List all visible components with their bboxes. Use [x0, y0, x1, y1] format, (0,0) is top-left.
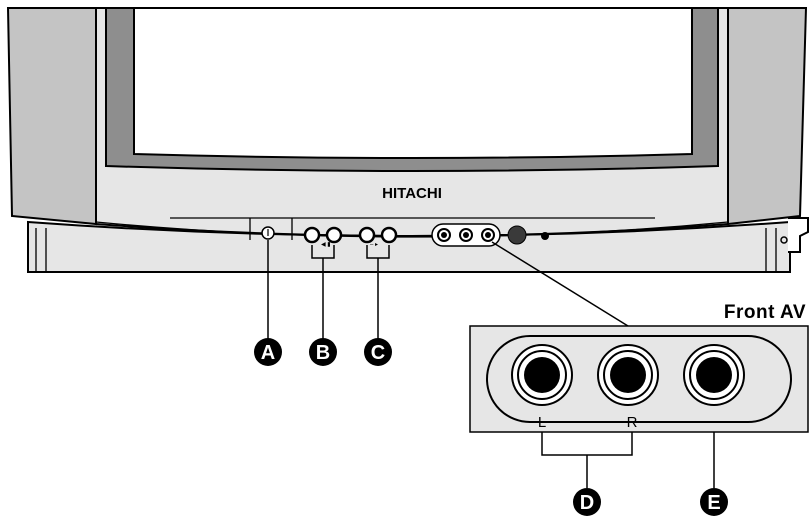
callout-badge-a: A [254, 338, 282, 366]
volume-up-button[interactable] [380, 226, 398, 244]
tv-body [6, 7, 808, 273]
program-buttons: ◀ ▮ [303, 226, 343, 248]
program-arrow-icon: ◀ ▮ [321, 242, 331, 248]
standby-led [541, 232, 549, 240]
svg-text:C: C [371, 342, 385, 364]
volume-buttons: – ▸ [358, 226, 398, 248]
bracket-screw [780, 236, 788, 244]
callout-badge-d: D [573, 488, 601, 516]
front-av-title: Front AV [724, 302, 806, 323]
callout-badge-b: B [309, 338, 337, 366]
right-channel-label: R [627, 414, 638, 431]
power-button[interactable] [261, 226, 275, 240]
front-av-panel: Front AV L R [469, 302, 809, 433]
svg-text:D: D [580, 492, 594, 514]
volume-down-button[interactable] [358, 226, 376, 244]
volume-arrow-icon: – ▸ [370, 242, 378, 248]
svg-text:E: E [707, 492, 720, 514]
side-bracket [788, 217, 809, 253]
base-details [35, 221, 777, 272]
callout-badge-e: E [700, 488, 728, 516]
right-side-panel [727, 7, 808, 226]
video-jack[interactable] [683, 344, 745, 406]
program-up-button[interactable] [325, 226, 343, 244]
audio-left-jack[interactable] [511, 344, 573, 406]
callout-lines [267, 240, 715, 488]
program-down-button[interactable] [303, 226, 321, 244]
screen [133, 7, 693, 159]
svg-text:B: B [316, 342, 330, 364]
audio-right-jack[interactable] [597, 344, 659, 406]
svg-text:A: A [261, 342, 275, 364]
callout-badge-c: C [364, 338, 392, 366]
brand-logo: HITACHI [382, 185, 442, 202]
ir-sensor [507, 225, 527, 245]
front-av-jacks-small [431, 223, 501, 247]
left-channel-label: L [538, 414, 546, 431]
left-side-panel [6, 7, 97, 226]
